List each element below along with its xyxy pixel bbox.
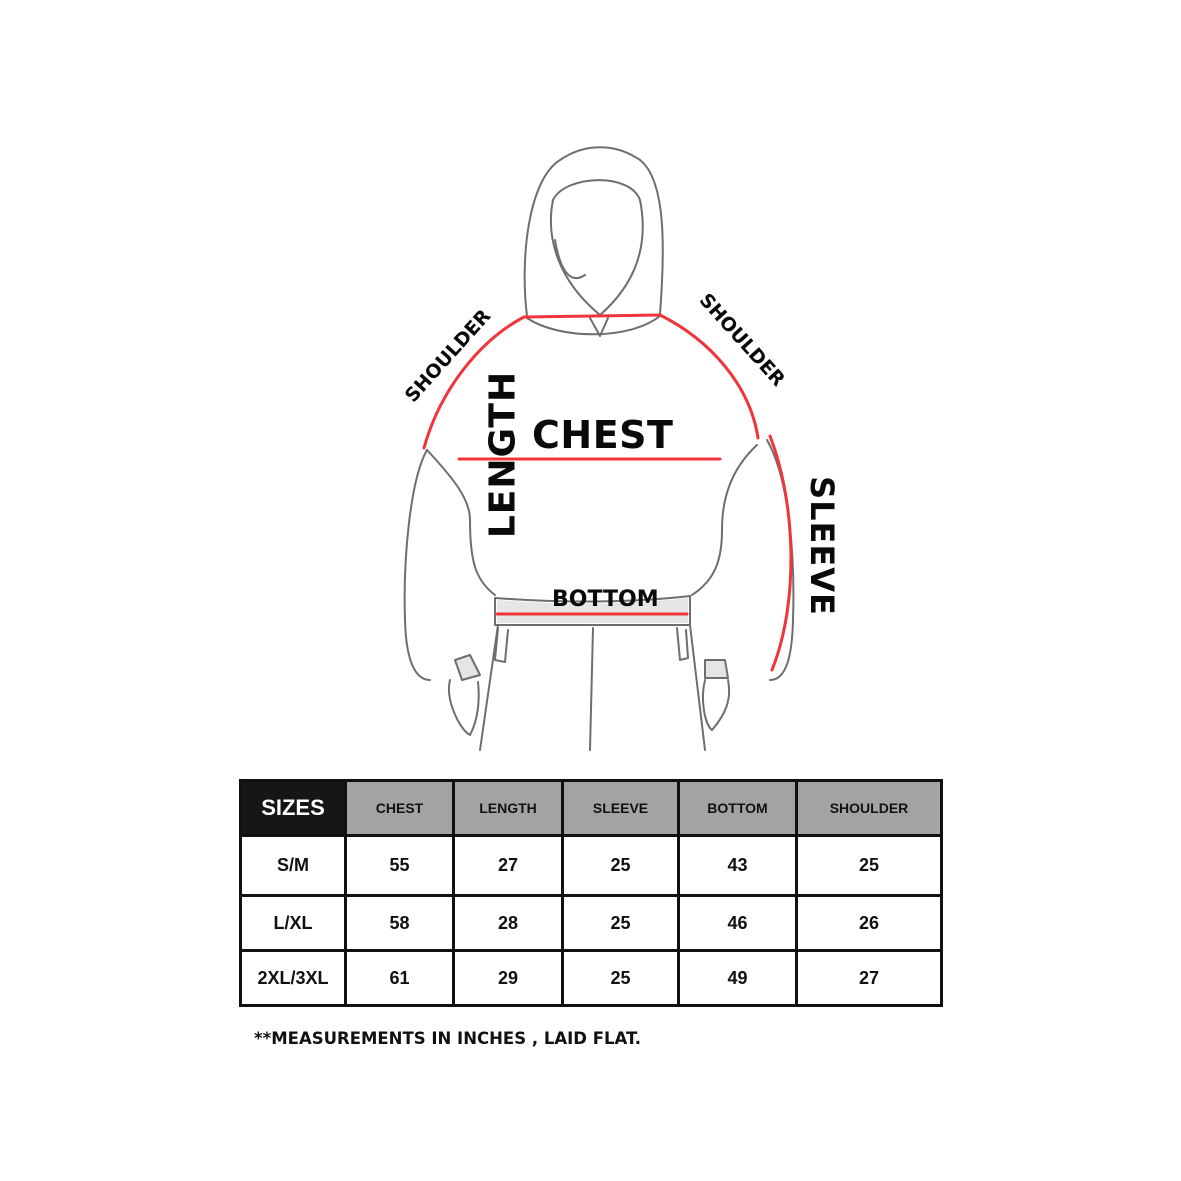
chest-label: CHEST: [532, 413, 674, 457]
table-header-row: SIZES CHEST LENGTH SLEEVE BOTTOM SHOULDE…: [239, 779, 943, 837]
table-row: L/XL 58 28 25 46 26: [239, 894, 943, 952]
length-cell: 29: [452, 949, 564, 1007]
hoodie-sketch: [403, 146, 795, 751]
sleeve-cell: 25: [561, 834, 680, 897]
size-cell: S/M: [239, 834, 347, 897]
header-sleeve: SLEEVE: [561, 779, 680, 837]
chest-cell: 55: [344, 834, 455, 897]
shoulder-cell: 25: [795, 834, 943, 897]
shoulder-cell: 27: [795, 949, 943, 1007]
sleeve-cell: 25: [561, 894, 680, 952]
sleeve-cell: 25: [561, 949, 680, 1007]
shoulder-cell: 26: [795, 894, 943, 952]
bottom-label: BOTTOM: [552, 587, 659, 612]
hoodie-diagram: SHOULDER SHOULDER CHEST LENGTH SLEEVE BO…: [401, 146, 841, 751]
measurement-footnote: **MEASUREMENTS IN INCHES , LAID FLAT.: [254, 1029, 641, 1048]
table-row: 2XL/3XL 61 29 25 49 27: [239, 949, 943, 1007]
header-shoulder: SHOULDER: [795, 779, 943, 837]
table-row: S/M 55 27 25 43 25: [239, 834, 943, 897]
size-chart-table: SIZES CHEST LENGTH SLEEVE BOTTOM SHOULDE…: [239, 779, 943, 1007]
length-label: LENGTH: [482, 370, 524, 539]
chest-cell: 61: [344, 949, 455, 1007]
bottom-cell: 49: [677, 949, 798, 1007]
chest-cell: 58: [344, 894, 455, 952]
header-sizes: SIZES: [239, 779, 347, 837]
length-cell: 27: [452, 834, 564, 897]
header-length: LENGTH: [452, 779, 564, 837]
sleeve-label: SLEEVE: [803, 476, 841, 616]
header-chest: CHEST: [344, 779, 455, 837]
header-bottom: BOTTOM: [677, 779, 798, 837]
size-cell: L/XL: [239, 894, 347, 952]
size-cell: 2XL/3XL: [239, 949, 347, 1007]
bottom-cell: 46: [677, 894, 798, 952]
bottom-cell: 43: [677, 834, 798, 897]
length-cell: 28: [452, 894, 564, 952]
